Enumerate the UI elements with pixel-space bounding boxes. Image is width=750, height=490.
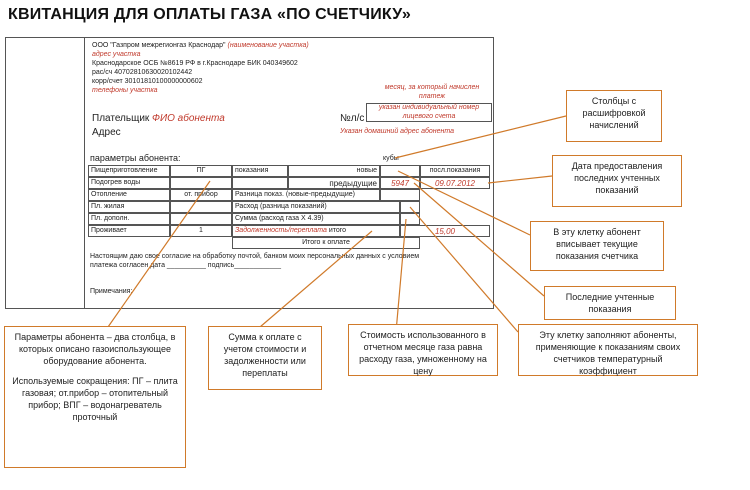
callout-abbr-text: Используемые сокращения: ПГ – плита газо… [12, 376, 178, 422]
connector-params [107, 180, 211, 328]
readings-label: показания [232, 165, 288, 177]
debt-row: Задолженность/переплата итого [232, 225, 400, 237]
page-title: КВИТАНЦИЯ ДЛЯ ОПЛАТЫ ГАЗА «ПО СЧЕТЧИКУ» [8, 6, 411, 23]
consumption-label: Расход (разница показаний) [232, 201, 400, 213]
param-name-5: Проживает [88, 225, 170, 237]
receipt-left-strip [5, 37, 86, 309]
callout-cost: Стоимость использованного в отчетном мес… [348, 324, 498, 376]
param-name-0: Пищеприготовление [88, 165, 170, 177]
prev-value: 5947 [380, 177, 420, 189]
callout-sum: Сумма к оплате с учетом стоимости и задо… [208, 326, 322, 390]
last-reading-date: 09.07.2012 [420, 177, 490, 189]
units-label: кубы [383, 155, 399, 162]
param-name-2: Отопление [88, 189, 170, 201]
connector-current [397, 170, 531, 236]
sum-label: Сумма (расход газа Х 4.39) [232, 213, 400, 225]
account-line: рас/сч 40702810630020102442 [92, 69, 193, 76]
debt-label: Задолженность/переплата [235, 227, 327, 234]
param-value-1 [170, 177, 232, 189]
callout-params-text: Параметры абонента – два столбца, в кото… [14, 332, 176, 366]
address-note: адрес участка [92, 51, 141, 58]
callout-columns: Столбцы с расшифровкой начислений [566, 90, 662, 142]
callout-last: Последние учтенные показания [544, 286, 676, 320]
blank-cell [232, 177, 288, 189]
phone-note: телефоны участка [92, 87, 158, 94]
connector-coef [409, 206, 519, 333]
new-reading-cell[interactable] [380, 165, 420, 177]
prev-label: предыдущие [288, 177, 380, 189]
consent-text: Настоящим даю свое согласие на обработку… [90, 253, 420, 269]
month-note: месяц, за который начислен платеж [384, 84, 480, 100]
param-value-3 [170, 201, 232, 213]
params-label: параметры абонента: [90, 153, 181, 163]
param-name-1: Подогрев воды [88, 177, 170, 189]
diff-cell [380, 189, 420, 201]
org-note: (наименование участка) [227, 42, 309, 49]
param-name-4: Пл. дополн. [88, 213, 170, 225]
home-address-note: Указан домашний адрес абонента [340, 128, 455, 135]
total-value: 15,00 [400, 225, 490, 237]
personal-account-note: указан индивидуальный номер лицевого сче… [366, 103, 492, 122]
param-value-5: 1 [170, 225, 232, 237]
sum-cell [400, 213, 420, 225]
org-line: ООО "Газпром межрегионгаз Краснодар" (на… [92, 42, 309, 51]
total-label: итого [328, 227, 347, 234]
callout-params: Параметры абонента – два столбца, в кото… [4, 326, 186, 468]
callout-current: В эту клетку абонент вписывает текущие п… [530, 221, 664, 271]
connector-cost [395, 218, 407, 333]
org-name: ООО "Газпром межрегионгаз Краснодар" [92, 42, 226, 49]
notes-label: Примечания: [90, 288, 133, 295]
callout-coef: Эту клетку заполняют абоненты, применяющ… [518, 324, 698, 376]
payer-value: ФИО абонента [152, 113, 225, 124]
connector-last [413, 182, 545, 297]
param-value-0: ПГ [170, 165, 232, 177]
bank-line: Краснодарское ОСБ №8619 РФ в г.Краснодар… [92, 60, 298, 67]
to-pay-label: Итого к оплате [232, 237, 420, 249]
corr-account-line: корр/счет 30101810100000000602 [92, 78, 203, 85]
connector-date [487, 175, 553, 184]
last-reading-label: посл.показания [420, 165, 490, 177]
personal-account-label: №л/с [340, 113, 365, 124]
param-name-3: Пл. жилая [88, 201, 170, 213]
connector-columns [394, 115, 567, 159]
diff-label: Разница показ. (новые-предыдущие) [232, 189, 380, 201]
connector-sum [259, 230, 373, 328]
address-label: Адрес [92, 127, 121, 138]
callout-date: Дата предоставления последних учтенных п… [552, 155, 682, 207]
payer-label: Плательщик [92, 113, 150, 124]
new-label: новые [288, 165, 380, 177]
